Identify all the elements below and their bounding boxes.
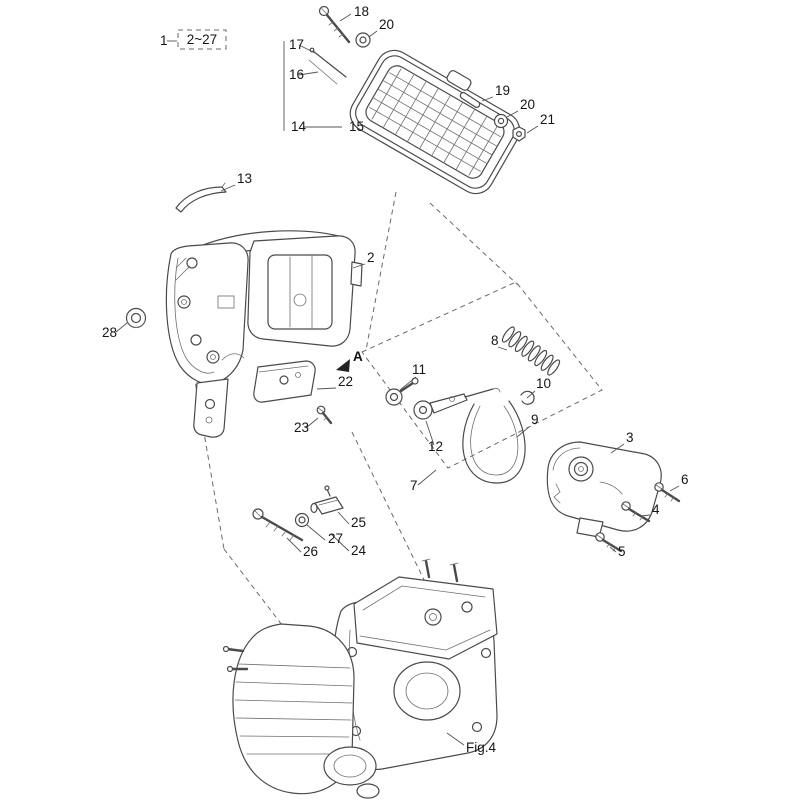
callout-14: 14 [291, 119, 307, 134]
throttle-lever-12 [413, 388, 501, 420]
cover-latch [446, 70, 472, 91]
assembly-range-box [177, 29, 227, 50]
ring-bolt-11 [385, 377, 419, 406]
screw-4 [621, 501, 651, 523]
handle-housing-2 [165, 230, 363, 438]
pin-16 [308, 59, 338, 85]
callout-16: 16 [289, 67, 304, 82]
side-panel [165, 242, 249, 385]
callout-17: 17 [289, 37, 304, 52]
callout-6: 6 [681, 472, 689, 487]
callout-1: 1 [160, 33, 168, 48]
hook-10 [520, 390, 535, 405]
figure-caption: Fig.4 [466, 740, 497, 755]
screw-26 [252, 508, 304, 542]
screw-6 [654, 482, 681, 503]
screw-18 [318, 5, 351, 44]
section-marker-a: A [353, 349, 363, 364]
washer-20-top [355, 32, 371, 48]
screw-23 [316, 405, 333, 425]
callout-8: 8 [491, 333, 499, 348]
callout-12: 12 [428, 439, 443, 454]
callout-20-top: 20 [379, 17, 394, 32]
air-filter-cover [349, 49, 521, 195]
callout-25: 25 [351, 515, 366, 530]
callout-15: 15 [349, 119, 364, 134]
callout-13: 13 [237, 171, 252, 186]
callout-18: 18 [354, 4, 369, 19]
spring-8 [501, 326, 561, 376]
callout-22: 22 [338, 374, 353, 389]
callout-5: 5 [618, 544, 626, 559]
callout-27: 27 [328, 531, 343, 546]
leader-lines [115, 13, 680, 746]
callout-10: 10 [536, 376, 551, 391]
wire-loop-9 [462, 400, 526, 484]
callout-19: 19 [495, 83, 510, 98]
subassembly-7-boundary [361, 281, 603, 469]
callout-4: 4 [652, 502, 660, 517]
callout-labels: 1 2~27 18 20 17 16 14 15 19 20 21 13 2 2… [102, 4, 689, 755]
callout-21: 21 [540, 112, 555, 127]
washer-27 [294, 512, 310, 528]
washer-20-right [493, 113, 509, 129]
screw-5 [595, 532, 623, 553]
cover-grid [369, 68, 501, 176]
callout-range-2-27: 2~27 [187, 32, 217, 47]
callout-3: 3 [626, 430, 634, 445]
callout-20-right: 20 [520, 97, 535, 112]
housing-frame [247, 235, 356, 347]
callout-7: 7 [410, 478, 418, 493]
callout-2: 2 [367, 250, 375, 265]
nut-21 [512, 126, 526, 142]
callout-23: 23 [294, 420, 309, 435]
callout-24: 24 [351, 543, 367, 558]
callout-26: 26 [303, 544, 318, 559]
pin-19 [459, 92, 481, 108]
section-arrow-a [336, 359, 350, 372]
bracket-13 [175, 182, 227, 213]
crankcase [222, 558, 498, 799]
clamp-25 [310, 485, 344, 515]
callout-28: 28 [102, 325, 117, 340]
nut-28 [125, 307, 147, 329]
callout-11: 11 [412, 362, 426, 377]
brake-cover-3 [546, 441, 662, 538]
muffler-body [232, 623, 355, 795]
plate-22 [253, 360, 316, 403]
callout-9: 9 [531, 412, 539, 427]
